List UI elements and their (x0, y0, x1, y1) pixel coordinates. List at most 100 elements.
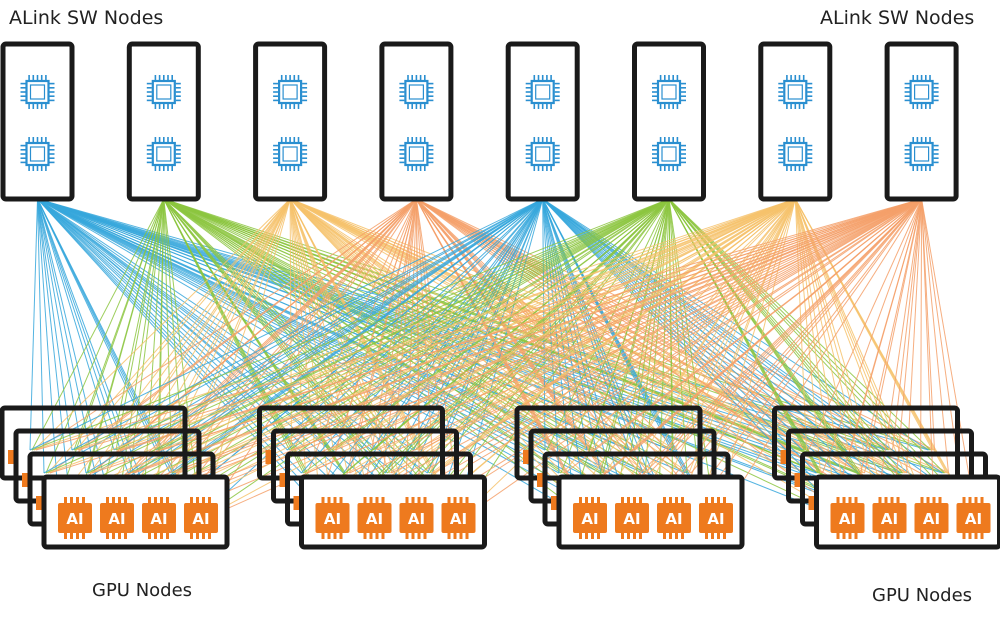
ai-chip-pin (196, 497, 199, 503)
ai-chip-pin (878, 497, 882, 503)
ai-chip-icon: AI (142, 497, 176, 539)
link-line (37, 198, 129, 474)
ai-chip-label: AI (881, 510, 898, 528)
switch-node (253, 41, 328, 202)
link-line (389, 198, 796, 474)
ai-chip-edge (22, 473, 28, 487)
chip-core (29, 146, 46, 162)
chip-body (783, 79, 808, 105)
ai-chip-pin (836, 533, 840, 539)
processor-chip-icon (20, 137, 55, 171)
ai-chip-pin (166, 497, 169, 503)
link-line (289, 198, 807, 451)
ai-chip-pin (938, 533, 942, 539)
ai-chip-icon: AI (441, 497, 476, 539)
ai-chip-pin (333, 533, 337, 539)
chip-core (156, 146, 172, 162)
ai-chip-body (58, 503, 92, 533)
link-line (416, 198, 720, 520)
ai-chip-label: AI (623, 510, 640, 528)
ai-chip-pin (597, 533, 600, 539)
link-line (377, 198, 922, 451)
processor-chip-icon (273, 75, 308, 109)
ai-chip-pin (878, 533, 882, 539)
ai-chip-pin (190, 533, 193, 539)
link-line (89, 198, 796, 474)
link-line (662, 198, 922, 497)
chip-body (151, 79, 176, 105)
ai-chip-pin (980, 497, 984, 503)
link-line (347, 198, 796, 474)
link-line (129, 198, 165, 474)
ai-chip-label: AI (923, 510, 940, 528)
ai-chip-pin (453, 497, 457, 503)
ai-chip-icon: AI (573, 497, 607, 539)
ai-chip-pin (208, 533, 211, 539)
ai-chip-body (573, 503, 607, 533)
link-line (604, 198, 796, 474)
ai-chip-pin (166, 533, 169, 539)
chip-core (282, 146, 298, 162)
link-line (289, 198, 592, 520)
ai-chip-pin (974, 533, 978, 539)
ai-chip-pin (339, 497, 343, 503)
ai-chip-body (830, 503, 865, 533)
ai-chip-pin (848, 497, 852, 503)
link-line (57, 198, 543, 497)
switch-node (758, 41, 833, 202)
ai-chip-pin (411, 533, 415, 539)
ai-chip-pin (681, 497, 684, 503)
link-line (794, 198, 849, 520)
link-line (921, 198, 949, 474)
link-line (163, 198, 201, 520)
ai-chip-pin (76, 497, 79, 503)
chip-body (530, 141, 555, 167)
ai-chip-body (872, 503, 907, 533)
ai-chip-label: AI (965, 510, 982, 528)
ai-chip-pin (417, 497, 421, 503)
ai-chip-pin (82, 533, 85, 539)
link-line (416, 198, 692, 474)
link-line (592, 198, 922, 520)
link-line (91, 198, 922, 474)
switch-node-frame (632, 41, 706, 202)
ai-chip-pin (339, 533, 343, 539)
ai-chip-label: AI (150, 510, 167, 528)
link-line (921, 198, 935, 520)
processor-chip-icon (273, 137, 308, 171)
ai-chip-pin (459, 533, 463, 539)
ai-chip-pin (447, 497, 451, 503)
link-line (704, 198, 923, 497)
ai-chip-pin (82, 497, 85, 503)
switch-node-frame (0, 41, 75, 202)
link-line (75, 198, 796, 451)
ai-chip-pin (148, 497, 151, 503)
ai-chip-pin (633, 533, 636, 539)
ai-chip-pin (621, 497, 624, 503)
link-line (892, 198, 923, 451)
ai-chip-pin (369, 497, 373, 503)
processor-chip-icon (146, 137, 181, 171)
ai-chip-edge (8, 450, 14, 464)
link-line (61, 198, 291, 497)
ai-chip-pin (938, 497, 942, 503)
ai-chip-pin (321, 533, 325, 539)
link-line (289, 198, 550, 451)
chip-body (25, 141, 50, 167)
ai-chip-pin (711, 497, 714, 503)
link-line (49, 198, 417, 474)
chip-core (913, 146, 930, 162)
ai-chip-pin (621, 533, 624, 539)
chip-core (535, 84, 551, 100)
ai-chip-body (184, 503, 218, 533)
ai-chip-pin (417, 533, 421, 539)
link-mesh (29, 198, 977, 520)
ai-chip-pin (369, 533, 373, 539)
chip-body (909, 141, 934, 167)
link-line (37, 198, 87, 474)
ai-chip-edge (794, 473, 801, 487)
